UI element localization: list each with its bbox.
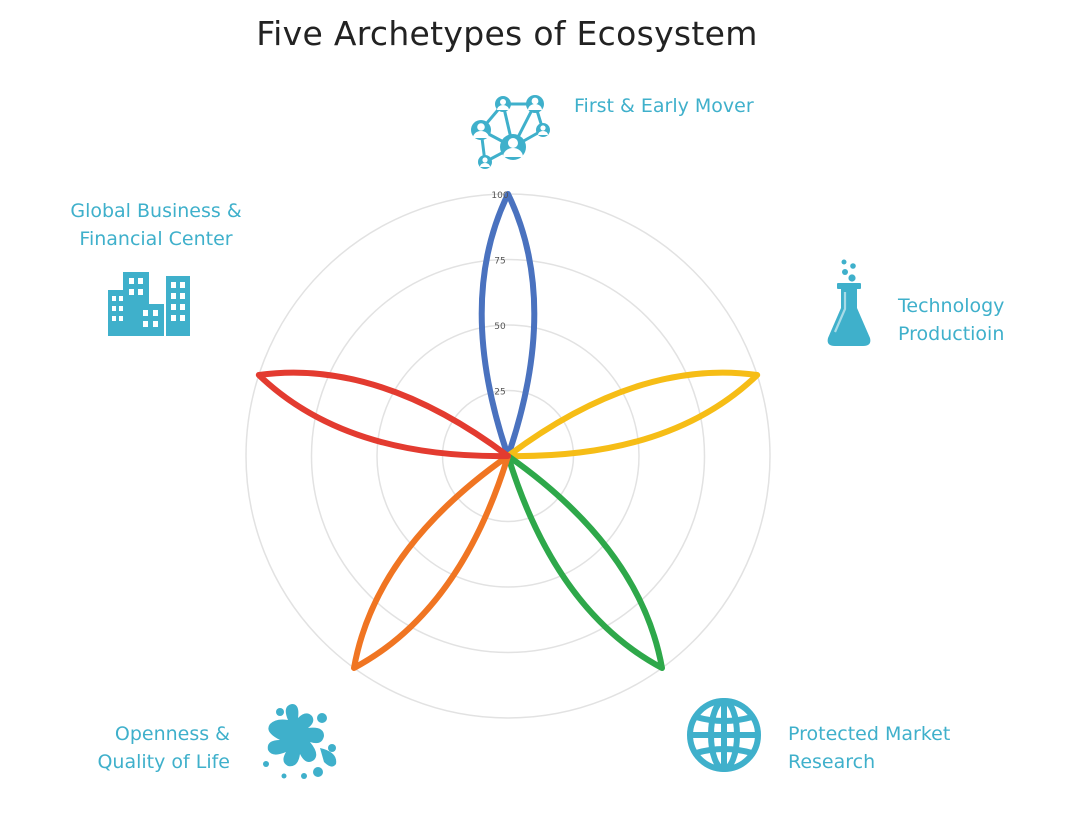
category-label-line: Research xyxy=(788,751,876,773)
category-label-protected-market-research: Protected Market Research xyxy=(788,720,950,776)
category-label-line: Quality of Life xyxy=(97,751,230,773)
petal-openness-quality-of-life xyxy=(351,453,511,671)
globe-icon xyxy=(687,698,761,772)
page-title: Five Archetypes of Ecosystem xyxy=(256,14,758,53)
category-label-global-business-financial-center: Global Business & Financial Center xyxy=(46,197,266,253)
petal-technology-productioin xyxy=(505,369,761,460)
category-label-line: Financial Center xyxy=(79,228,233,250)
splash-icon xyxy=(263,704,337,779)
petal-first-early-mover xyxy=(478,191,538,459)
category-label-line: Productioin xyxy=(898,323,1005,345)
tick-label-75: 75 xyxy=(494,257,505,267)
flask-icon xyxy=(827,259,871,346)
category-label-first-early-mover: First & Early Mover xyxy=(574,92,754,120)
category-label-technology-production: Technology Productioin xyxy=(898,292,1004,348)
category-label-openness-quality-of-life: Openness & Quality of Life xyxy=(70,720,230,776)
radar-petals xyxy=(255,191,761,671)
petal-global-business-financial-center xyxy=(255,369,511,460)
category-label-line: Global Business & xyxy=(70,200,242,222)
tick-label-50: 50 xyxy=(494,322,506,332)
category-label-line: First & Early Mover xyxy=(574,95,754,117)
category-label-line: Technology xyxy=(898,295,1005,317)
grid-ring-75 xyxy=(310,258,706,654)
radar-tick-labels: 25 50 75 100 xyxy=(491,191,508,398)
buildings-icon xyxy=(108,272,190,336)
network-people-icon xyxy=(471,95,550,169)
tick-label-25: 25 xyxy=(494,388,505,398)
category-label-line: Protected Market xyxy=(788,723,951,745)
grid-ring-50 xyxy=(376,324,640,588)
category-label-line: Openness & xyxy=(114,723,230,745)
petal-protected-market-research xyxy=(505,453,665,671)
tick-label-100: 100 xyxy=(491,191,508,201)
